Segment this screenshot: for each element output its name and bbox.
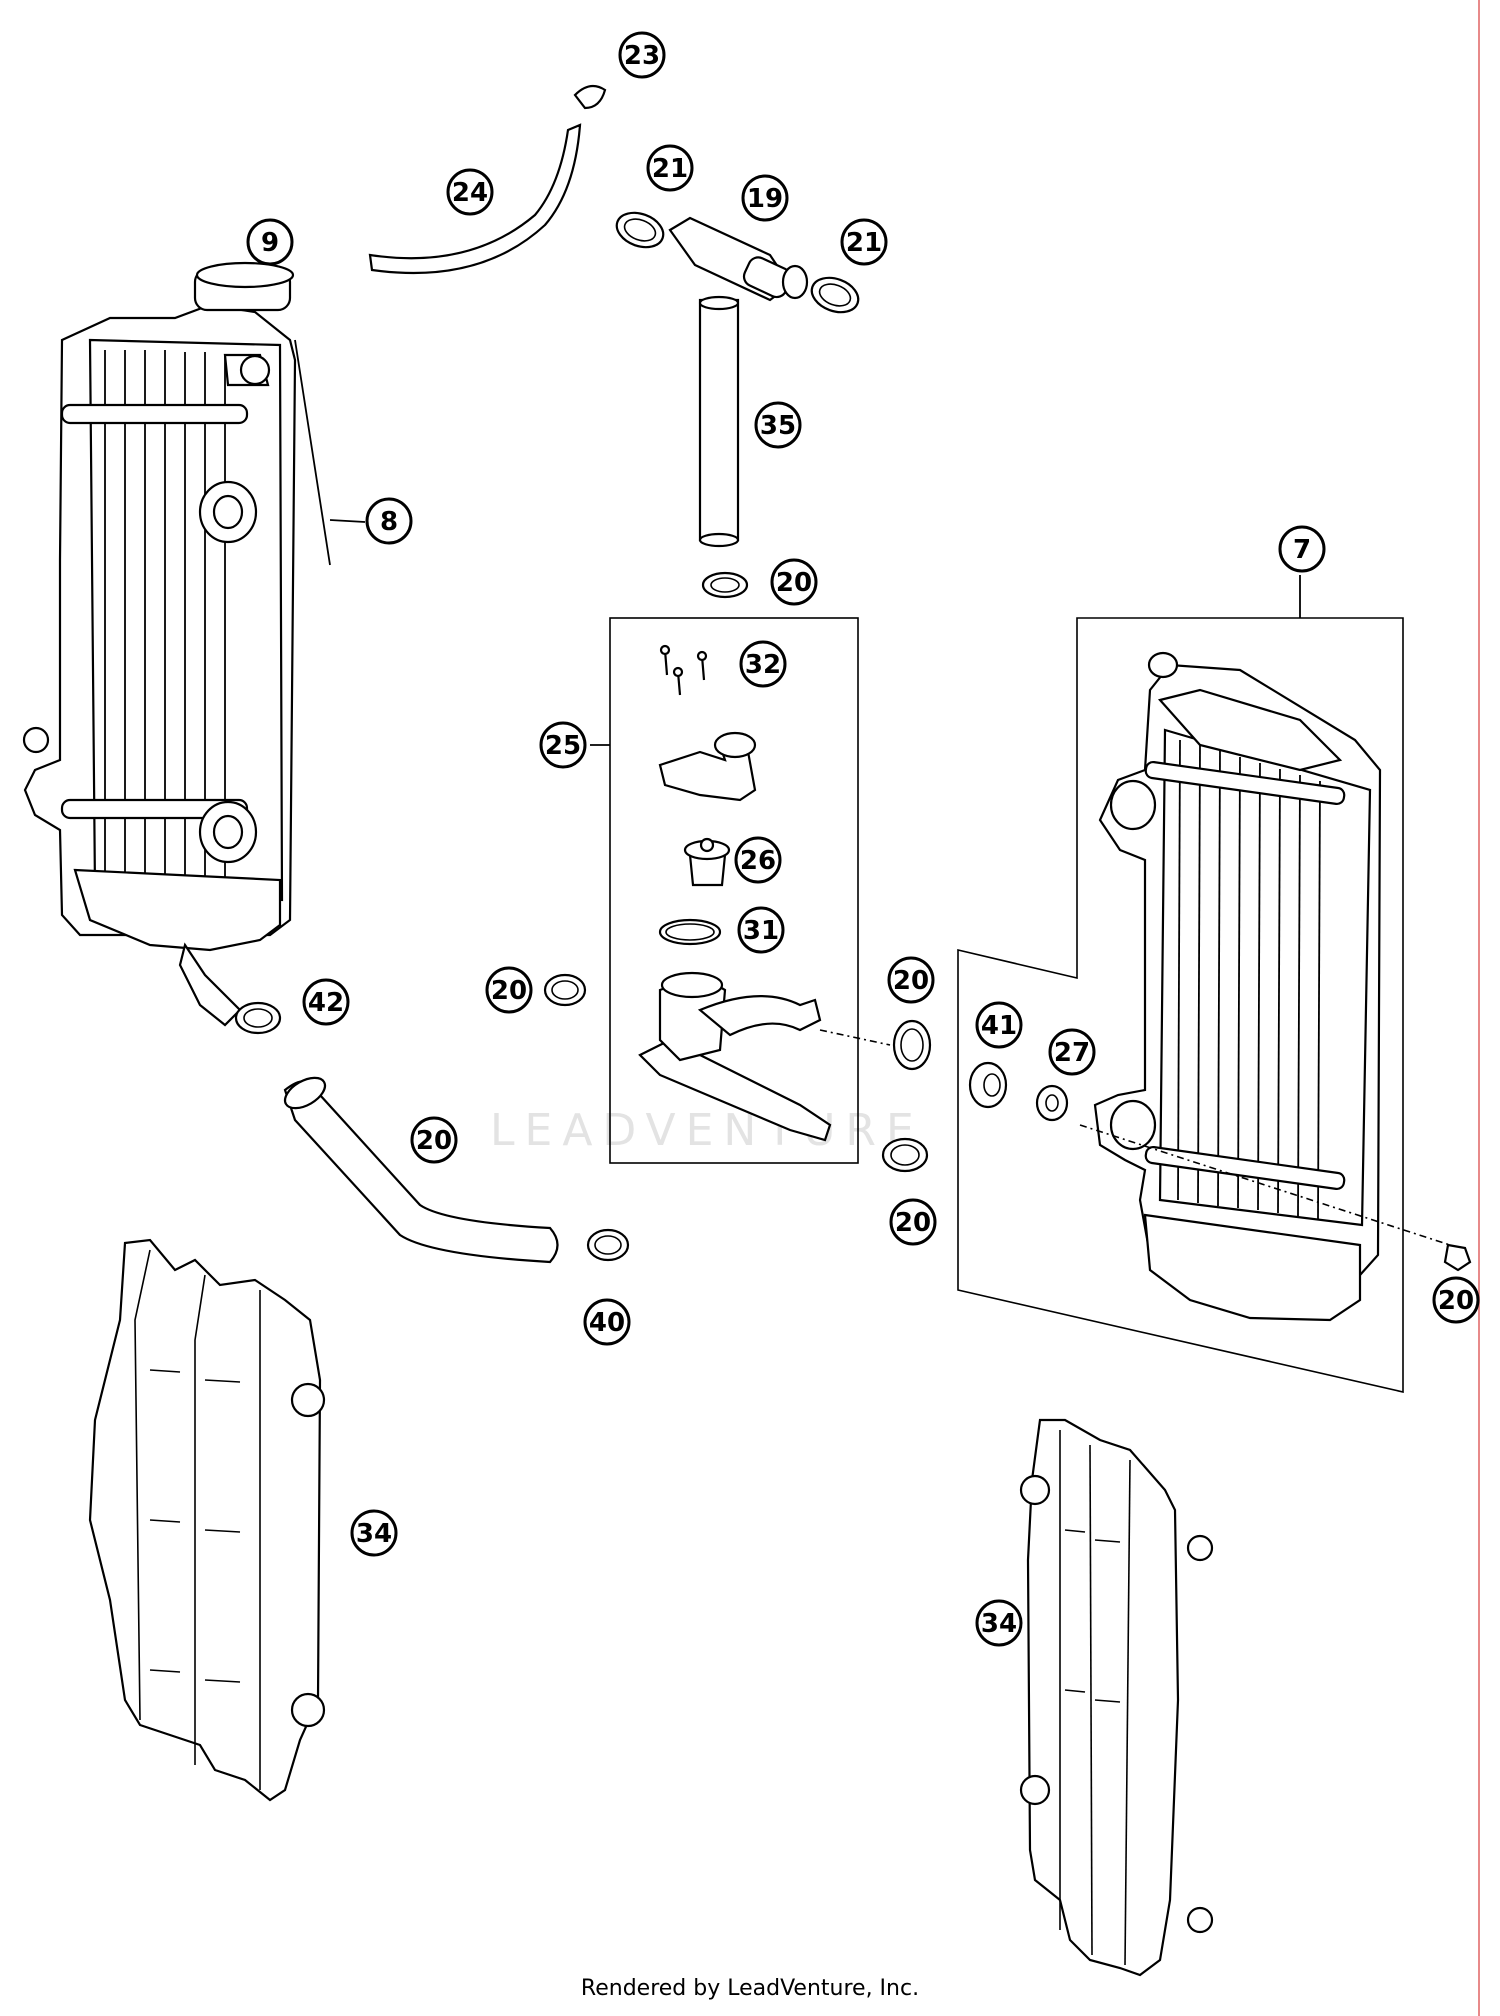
coolant-pipe — [698, 295, 740, 548]
callout-number: 20 — [491, 976, 527, 1006]
callout-34: 34 — [350, 1509, 398, 1557]
callout-24: 24 — [446, 168, 494, 216]
callout-labels: 23 24 21 19 21 9 35 8 20 32 7 25 26 31 20 20 20 40 41 27 20 4… — [246, 31, 1480, 1647]
callout-27: 27 — [1048, 1028, 1096, 1076]
page-edge-line — [1478, 0, 1480, 2016]
hose-clamp-upper-left — [615, 211, 665, 249]
callout-20: 20 — [410, 1116, 458, 1164]
hose-clamp-left-radiator — [234, 1001, 282, 1035]
callout-number: 8 — [380, 507, 398, 537]
callout-number: 24 — [452, 178, 488, 208]
callout-number: 35 — [760, 411, 796, 441]
callout-8: 8 — [365, 497, 413, 545]
hose-clamp-mid-right-lower — [881, 1137, 929, 1173]
left-radiator — [22, 261, 297, 1027]
callout-20: 20 — [1432, 1276, 1480, 1324]
callout-32: 32 — [739, 640, 787, 688]
callout-number: 9 — [261, 228, 279, 258]
callout-number: 20 — [893, 966, 929, 996]
callout-number: 32 — [745, 650, 781, 680]
hose-clamp-mid-left — [543, 973, 587, 1007]
callout-20: 20 — [889, 1198, 937, 1246]
hose-clip — [573, 84, 607, 110]
callout-number: 34 — [981, 1609, 1017, 1639]
footer-credit: Rendered by LeadVenture, Inc. — [580, 1976, 920, 2001]
callout-20: 20 — [770, 558, 818, 606]
callout-number: 7 — [1293, 535, 1311, 565]
callout-number: 42 — [308, 988, 344, 1018]
callout-number: 25 — [545, 731, 581, 761]
hose-clamp-upper-right — [810, 276, 860, 314]
thermostat-kit-box — [609, 617, 859, 1164]
callout-21: 21 — [646, 144, 694, 192]
callout-number: 23 — [624, 41, 660, 71]
thermostat — [683, 837, 731, 887]
callout-number: 20 — [416, 1126, 452, 1156]
callout-20: 20 — [485, 966, 533, 1014]
bolt — [1443, 1243, 1472, 1272]
callout-23: 23 — [618, 31, 666, 79]
hose-clamp-pipe — [701, 571, 749, 599]
grommet — [968, 1061, 1008, 1109]
callout-number: 34 — [356, 1519, 392, 1549]
hose-clamp-lower — [586, 1228, 630, 1262]
callout-40: 40 — [583, 1298, 631, 1346]
callout-7: 7 — [1278, 525, 1326, 573]
callout-number: 20 — [1438, 1286, 1474, 1316]
callout-number: 19 — [747, 184, 783, 214]
callout-number: 20 — [895, 1208, 931, 1238]
overflow-hose — [368, 123, 582, 275]
screws — [659, 644, 708, 696]
radiator-shroud-left — [88, 1238, 326, 1802]
right-radiator-group-box — [957, 617, 1404, 1394]
right-radiator — [1093, 651, 1382, 1322]
callout-35: 35 — [754, 401, 802, 449]
callout-number: 21 — [846, 228, 882, 258]
callout-number: 27 — [1054, 1038, 1090, 1068]
washer — [1035, 1084, 1069, 1122]
hose-clamp-mid-right-upper — [892, 1019, 932, 1071]
callout-42: 42 — [302, 978, 350, 1026]
callout-26: 26 — [734, 836, 782, 884]
o-ring — [658, 918, 722, 946]
radiator-shroud-right — [1019, 1418, 1214, 1977]
callout-9: 9 — [246, 218, 294, 266]
callout-20: 20 — [887, 956, 935, 1004]
hose-connector — [668, 216, 809, 302]
callout-34: 34 — [975, 1599, 1023, 1647]
callout-31: 31 — [737, 906, 785, 954]
callout-number: 21 — [652, 154, 688, 184]
callout-19: 19 — [741, 174, 789, 222]
callout-25: 25 — [539, 721, 587, 769]
callout-21: 21 — [840, 218, 888, 266]
callout-41: 41 — [975, 1001, 1023, 1049]
callout-number: 40 — [589, 1308, 625, 1338]
thermostat-case — [638, 971, 832, 1142]
callout-number: 26 — [740, 846, 776, 876]
callout-number: 41 — [981, 1011, 1017, 1041]
callout-number: 31 — [743, 916, 779, 946]
thermostat-housing — [658, 731, 757, 802]
callout-number: 20 — [776, 568, 812, 598]
leadventure-watermark: LEADVENTURE — [490, 1105, 924, 1156]
